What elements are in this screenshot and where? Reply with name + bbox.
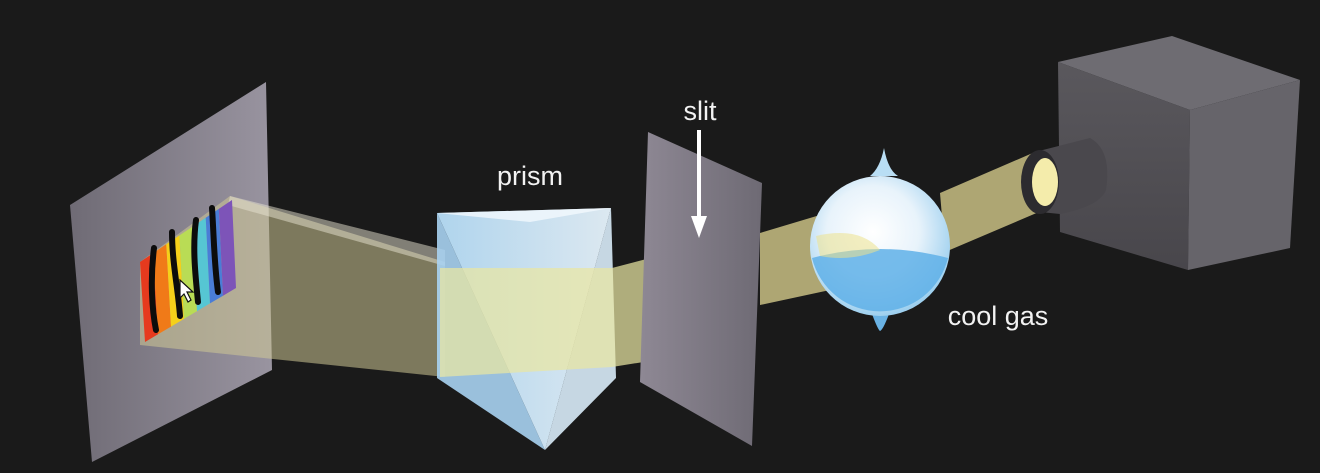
cool-gas-sphere [810,148,950,331]
slit-plate [640,132,762,446]
spectrum-color-band [218,200,236,296]
absorption-lines [148,205,221,333]
spectrum-color-band [153,244,171,335]
light-source-box [1021,36,1300,270]
slit-label: slit [684,96,717,126]
dispersed-light-top [228,196,445,266]
beam-in-prism [440,245,700,377]
arrow-down-icon [691,130,707,238]
mouse-pointer-icon [179,278,195,303]
prism-label: prism [497,161,563,191]
cool-gas-label: cool gas [948,301,1049,331]
